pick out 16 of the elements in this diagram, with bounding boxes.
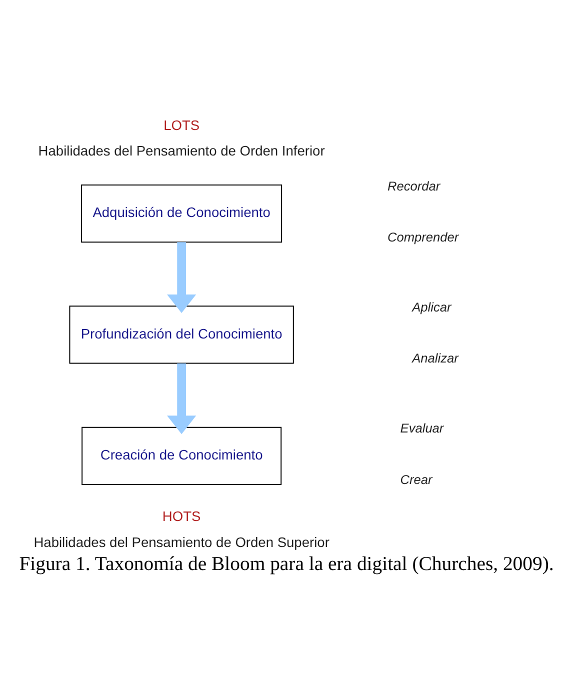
node-label: Crear	[400, 472, 432, 487]
node-label: Aplicar	[412, 299, 452, 314]
node-label: Evaluar	[400, 420, 444, 436]
label: Habilidades del Pensamiento de Orden Superior	[34, 534, 330, 550]
arrow	[167, 363, 196, 434]
label: HOTS	[162, 509, 201, 524]
node-label: Recordar	[387, 178, 440, 194]
node-label: Analizar	[412, 350, 458, 366]
arrow	[167, 242, 196, 313]
node-box: Adquisición de Conocimiento	[81, 184, 282, 243]
node-box: Creación de Conocimiento	[82, 426, 282, 485]
caption: Figura 1. Taxonomía de Bloom para la era digital (Churches, 2009).	[19, 553, 554, 576]
label: Habilidades del Pensamiento de Orden Inferior	[38, 144, 325, 159]
node-label: Comprender	[387, 230, 459, 245]
node-box: Profundización del Conocimiento	[69, 306, 294, 364]
label: LOTS	[164, 118, 200, 133]
